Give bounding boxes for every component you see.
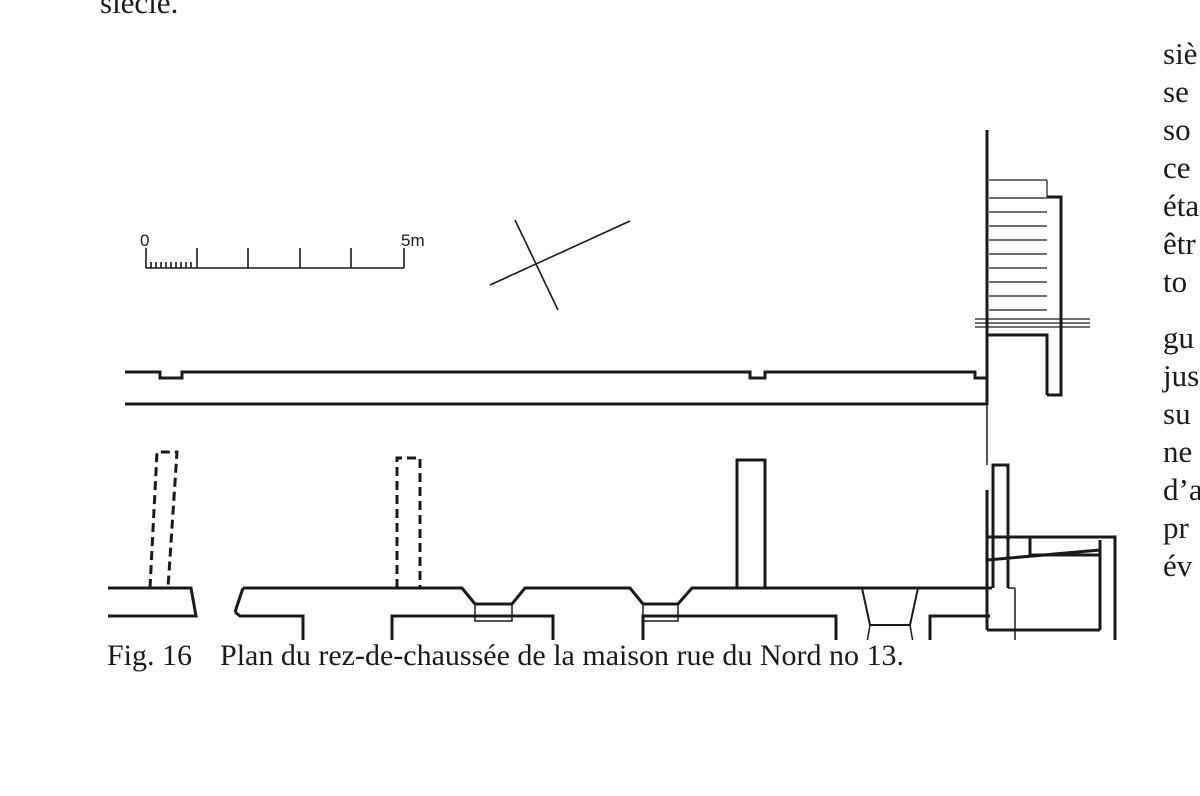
- figure-caption: Fig. 16 Plan du rez-de-chaussée de la mai…: [107, 638, 904, 674]
- south-facade: [108, 586, 992, 640]
- right-column-line: se: [1163, 74, 1189, 109]
- figure-number: Fig. 16: [107, 639, 193, 672]
- orientation-cross: [489, 219, 631, 311]
- scale-label-end: 5m: [401, 231, 425, 250]
- right-column-line: jus: [1163, 358, 1200, 393]
- right-column-line: ne: [1163, 434, 1193, 469]
- north-wall: [125, 370, 987, 406]
- right-column-line: ce: [1163, 150, 1191, 185]
- figure-caption-text: Plan du rez-de-chaussée de la maison rue…: [220, 639, 904, 672]
- right-column-line: to: [1163, 264, 1188, 299]
- right-column-line: éta: [1163, 188, 1200, 223]
- scale-bar: [145, 248, 405, 269]
- right-column-line: so: [1163, 112, 1191, 147]
- right-column-line: év: [1163, 548, 1193, 583]
- right-column-line: su: [1163, 396, 1191, 431]
- right-column-line: pr: [1163, 510, 1189, 545]
- scale-label-start: 0: [140, 231, 149, 250]
- right-column-line: êtr: [1163, 226, 1196, 261]
- annex: [985, 490, 1117, 640]
- previous-paragraph-ending: siècle.: [100, 0, 179, 20]
- floor-plan-figure: 0 5m: [108, 130, 1117, 640]
- right-column-text: siè se so ce éta êtr to gu jus su ne d’a…: [1163, 35, 1200, 585]
- staircase: [975, 130, 1090, 405]
- right-column-line: gu: [1163, 320, 1194, 355]
- partition-walls: [148, 404, 1010, 589]
- right-column-line: d’a: [1163, 472, 1200, 507]
- right-column-line: siè: [1163, 36, 1198, 71]
